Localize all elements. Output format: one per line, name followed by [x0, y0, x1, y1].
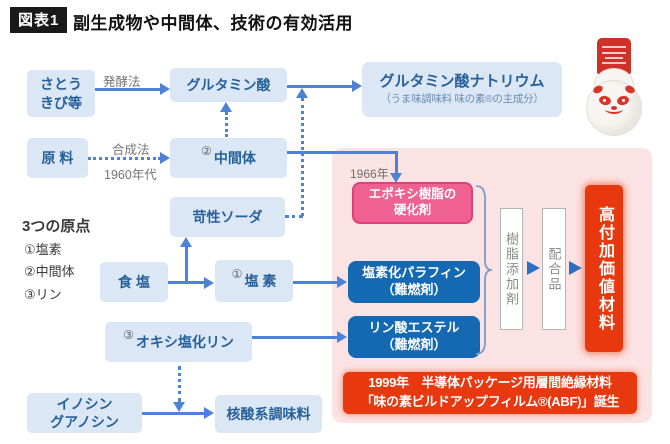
- abf-banner: 1999年 半導体パッケージ用層間絶縁材料 「味の素ビルドアップフィルム®(AB…: [343, 372, 637, 414]
- panda-pupil-left-icon: [603, 99, 606, 102]
- node-nucleic-seasoning: 核酸系調味料: [215, 395, 322, 433]
- node-nucleic-seasoning-label: 核酸系調味料: [226, 405, 311, 422]
- abf-banner-line1: 1999年 半導体パッケージ用層間絶縁材料: [368, 375, 612, 391]
- node-ester-line2: （難燃剤）: [381, 337, 447, 352]
- arrowhead-icon: [204, 277, 214, 289]
- connector-inosine-nucleic: [142, 412, 205, 415]
- connector-raw-intermediate-dotted: [88, 157, 161, 160]
- connector-intermediate-epoxy-v: [395, 151, 398, 173]
- node-inosine-line2: グアノシン: [50, 414, 119, 430]
- connector-salt-caustic: [185, 247, 188, 284]
- arrowhead-icon: [337, 331, 347, 343]
- abf-banner-line2: 「味の素ビルドアップフィルム®(ABF)」誕生: [360, 394, 620, 409]
- brace-icon: [475, 185, 493, 355]
- node-chlorine: ① 塩 素: [215, 260, 293, 302]
- node-resin-additive-label: 樹脂添加剤: [504, 231, 519, 307]
- connector-oxychloride-down-dotted: [178, 366, 181, 402]
- node-phosphorus-oxychloride-label: オキシ塩化リン: [135, 333, 234, 350]
- ajinomoto-bottle-image: [583, 38, 645, 138]
- circled-1-icon: ①: [231, 267, 243, 282]
- arrowhead-icon: [160, 83, 170, 95]
- node-msg-subtitle: （うま味調味料 味の素®の主成分）: [380, 93, 544, 106]
- node-intermediate: ② 中間体: [170, 138, 287, 178]
- arrowhead-icon: [180, 237, 192, 247]
- node-caustic-soda: 苛性ソーダ: [170, 197, 285, 237]
- label-1960s: 1960年代: [104, 168, 157, 182]
- arrowhead-icon: [204, 407, 214, 419]
- node-glutamic-acid-label: グルタミン酸: [186, 76, 271, 93]
- triangle-right-icon: [569, 261, 582, 275]
- node-paraffin-line1: 塩素化パラフィン: [362, 265, 466, 281]
- node-glutamic-acid: グルタミン酸: [170, 68, 287, 102]
- node-resin-additive: 樹脂添加剤: [500, 208, 523, 330]
- connector-sugarcane-glutamic: [95, 88, 161, 91]
- origin-item-intermediate: ②中間体: [24, 264, 75, 279]
- connector-intermediate-epoxy-h: [287, 151, 398, 154]
- arrowhead-icon: [296, 88, 308, 98]
- circled-2-icon: ②: [201, 144, 212, 159]
- origin-item-phosphorus: ③リン: [24, 287, 62, 302]
- node-sugarcane: さとう きび等: [27, 70, 95, 117]
- node-high-value-material: 高付加価値材料: [585, 185, 623, 352]
- label-synthesis-method: 合成法: [112, 143, 150, 157]
- origins-heading: 3つの原点: [22, 218, 91, 235]
- node-intermediate-label: 中間体: [213, 149, 256, 166]
- arrowhead-icon: [173, 402, 185, 412]
- node-paraffin-line2: （難燃剤）: [381, 282, 447, 297]
- figure-number-badge: 図表1: [10, 7, 68, 33]
- node-inosine-line1: イノシン: [56, 395, 113, 412]
- node-epoxy-line1: エポキシ樹脂の: [368, 187, 457, 202]
- figure-title: 副生成物や中間体、技術の有効活用: [73, 14, 353, 33]
- origin-item-chlorine: ①塩素: [24, 242, 62, 257]
- node-phosphorus-oxychloride: ③ オキシ塩化リン: [105, 322, 252, 362]
- node-epoxy-line2: 硬化剤: [393, 203, 432, 217]
- panda-pupil-right-icon: [622, 99, 625, 102]
- arrowhead-icon: [352, 80, 362, 92]
- triangle-right-icon: [527, 261, 540, 275]
- circled-3-icon: ③: [123, 328, 134, 343]
- node-phosphate-ester: リン酸エステル （難燃剤）: [348, 316, 480, 358]
- node-msg-title: グルタミン酸ナトリウム: [379, 72, 545, 90]
- connector-glutamic-msg: [287, 85, 353, 88]
- node-compound: 配合品: [542, 208, 566, 330]
- node-raw-material-label: 原 料: [41, 149, 74, 166]
- node-chlorine-label: 塩 素: [244, 272, 277, 289]
- arrowhead-icon: [160, 152, 170, 164]
- arrowhead-icon: [337, 276, 347, 288]
- node-high-value-material-label: 高付加価値材料: [596, 205, 613, 332]
- connector-intermediate-glutamic-dotted: [225, 112, 228, 137]
- connector-chlorine-paraffin: [293, 281, 338, 284]
- node-compound-label: 配合品: [546, 246, 562, 292]
- node-salt-label: 食 塩: [118, 273, 150, 290]
- node-chlorinated-paraffin: 塩素化パラフィン （難燃剤）: [348, 261, 480, 303]
- node-ester-line1: リン酸エステル: [368, 320, 460, 336]
- connector-caustic-dotted-v: [301, 98, 304, 216]
- node-salt: 食 塩: [100, 262, 168, 302]
- label-1966: 1966年: [350, 167, 389, 181]
- panda-mouth-icon: [605, 104, 623, 114]
- arrowhead-icon: [220, 102, 232, 112]
- node-sugarcane-line1: さとう: [40, 76, 82, 93]
- node-msg: グルタミン酸ナトリウム （うま味調味料 味の素®の主成分）: [362, 62, 562, 117]
- node-sugarcane-line2: きび等: [40, 94, 82, 111]
- node-epoxy-hardener: エポキシ樹脂の 硬化剤: [352, 182, 473, 224]
- connector-caustic-dotted-h: [285, 215, 303, 218]
- node-inosine-guanosine: イノシン グアノシン: [27, 393, 142, 433]
- arrowhead-icon: [390, 173, 402, 183]
- node-raw-material: 原 料: [27, 138, 88, 178]
- connector-oxychloride-ester: [252, 336, 338, 339]
- label-fermentation-method: 発酵法: [103, 75, 141, 89]
- node-caustic-soda-label: 苛性ソーダ: [192, 208, 263, 225]
